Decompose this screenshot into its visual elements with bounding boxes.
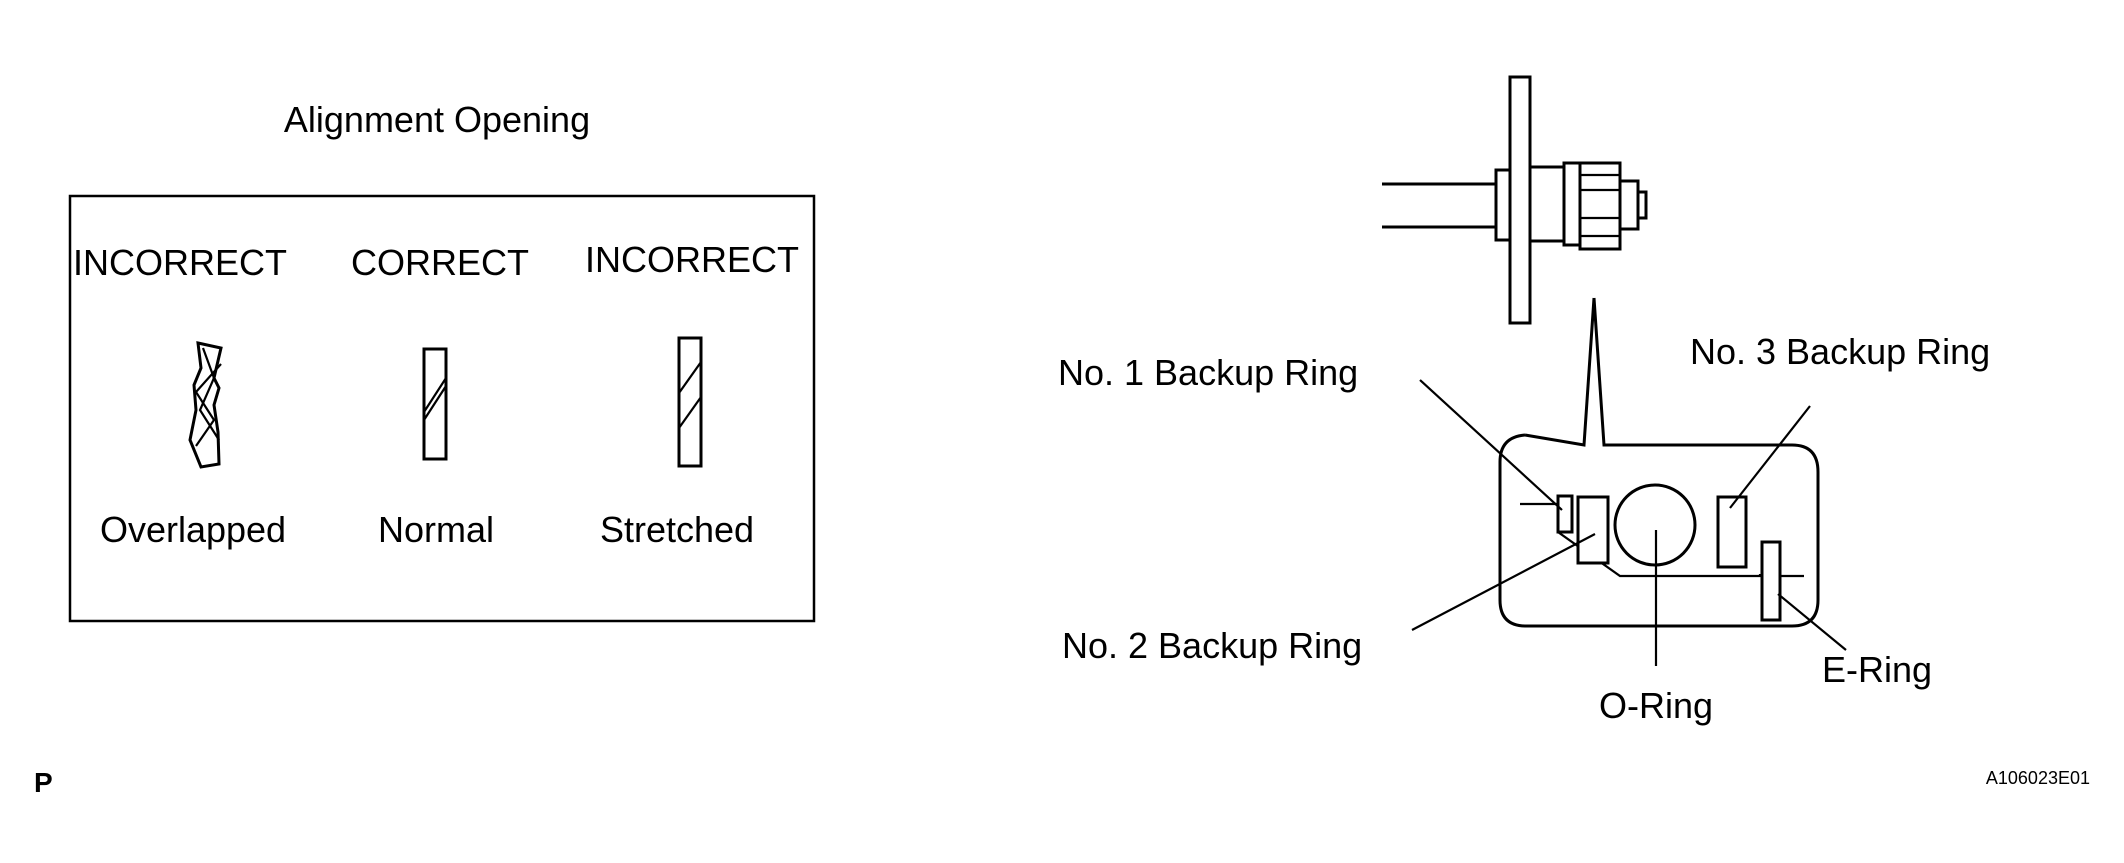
figure-code: A106023E01 — [1986, 768, 2090, 788]
label-e-ring: E-Ring — [1822, 649, 1932, 690]
ring-detail-callout — [1498, 297, 1820, 628]
label-no2-backup-ring: No. 2 Backup Ring — [1062, 625, 1362, 666]
label-no3-backup-ring: No. 3 Backup Ring — [1690, 331, 1990, 372]
page-letter: P — [34, 767, 53, 798]
status-correct: CORRECT — [351, 242, 529, 283]
caption-stretched: Stretched — [600, 509, 754, 550]
stretched-ring-shape — [677, 336, 703, 468]
label-no1-backup-ring: No. 1 Backup Ring — [1058, 352, 1358, 393]
status-incorrect-left: INCORRECT — [73, 242, 287, 283]
status-incorrect-right: INCORRECT — [585, 239, 799, 280]
overlapped-ring-shape — [188, 341, 223, 469]
caption-overlapped: Overlapped — [100, 509, 286, 550]
normal-ring-shape — [422, 347, 448, 461]
alignment-frame — [68, 194, 816, 623]
caption-normal: Normal — [378, 509, 494, 550]
alignment-opening-title: Alignment Opening — [284, 99, 590, 140]
leader-lines — [1411, 379, 1847, 666]
label-o-ring: O-Ring — [1599, 685, 1713, 726]
injector-illustration — [1382, 75, 1648, 325]
